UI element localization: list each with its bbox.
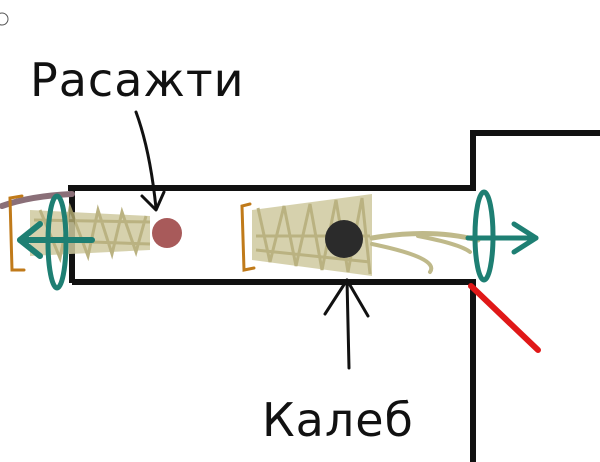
red-diagonal-line (468, 283, 541, 353)
dark-dot (325, 220, 363, 258)
left-orange-bracket (8, 194, 26, 272)
corridor-bottom-wall (72, 279, 476, 462)
right-flow-strokes (369, 230, 481, 274)
grey-stroke (0, 191, 75, 209)
corridor-top-wall (68, 130, 600, 191)
red-dot (152, 218, 182, 248)
teal-right-arrow-icon (465, 221, 539, 255)
middle-orange-bracket (240, 202, 256, 272)
bottom-label: Калеб (262, 393, 414, 447)
corner-circle (0, 12, 9, 26)
bottom-pointer-arrow (323, 278, 370, 370)
teal-left-arrow-icon (17, 221, 95, 259)
top-label: Расажти (30, 53, 245, 107)
top-pointer-arrow (134, 110, 166, 212)
